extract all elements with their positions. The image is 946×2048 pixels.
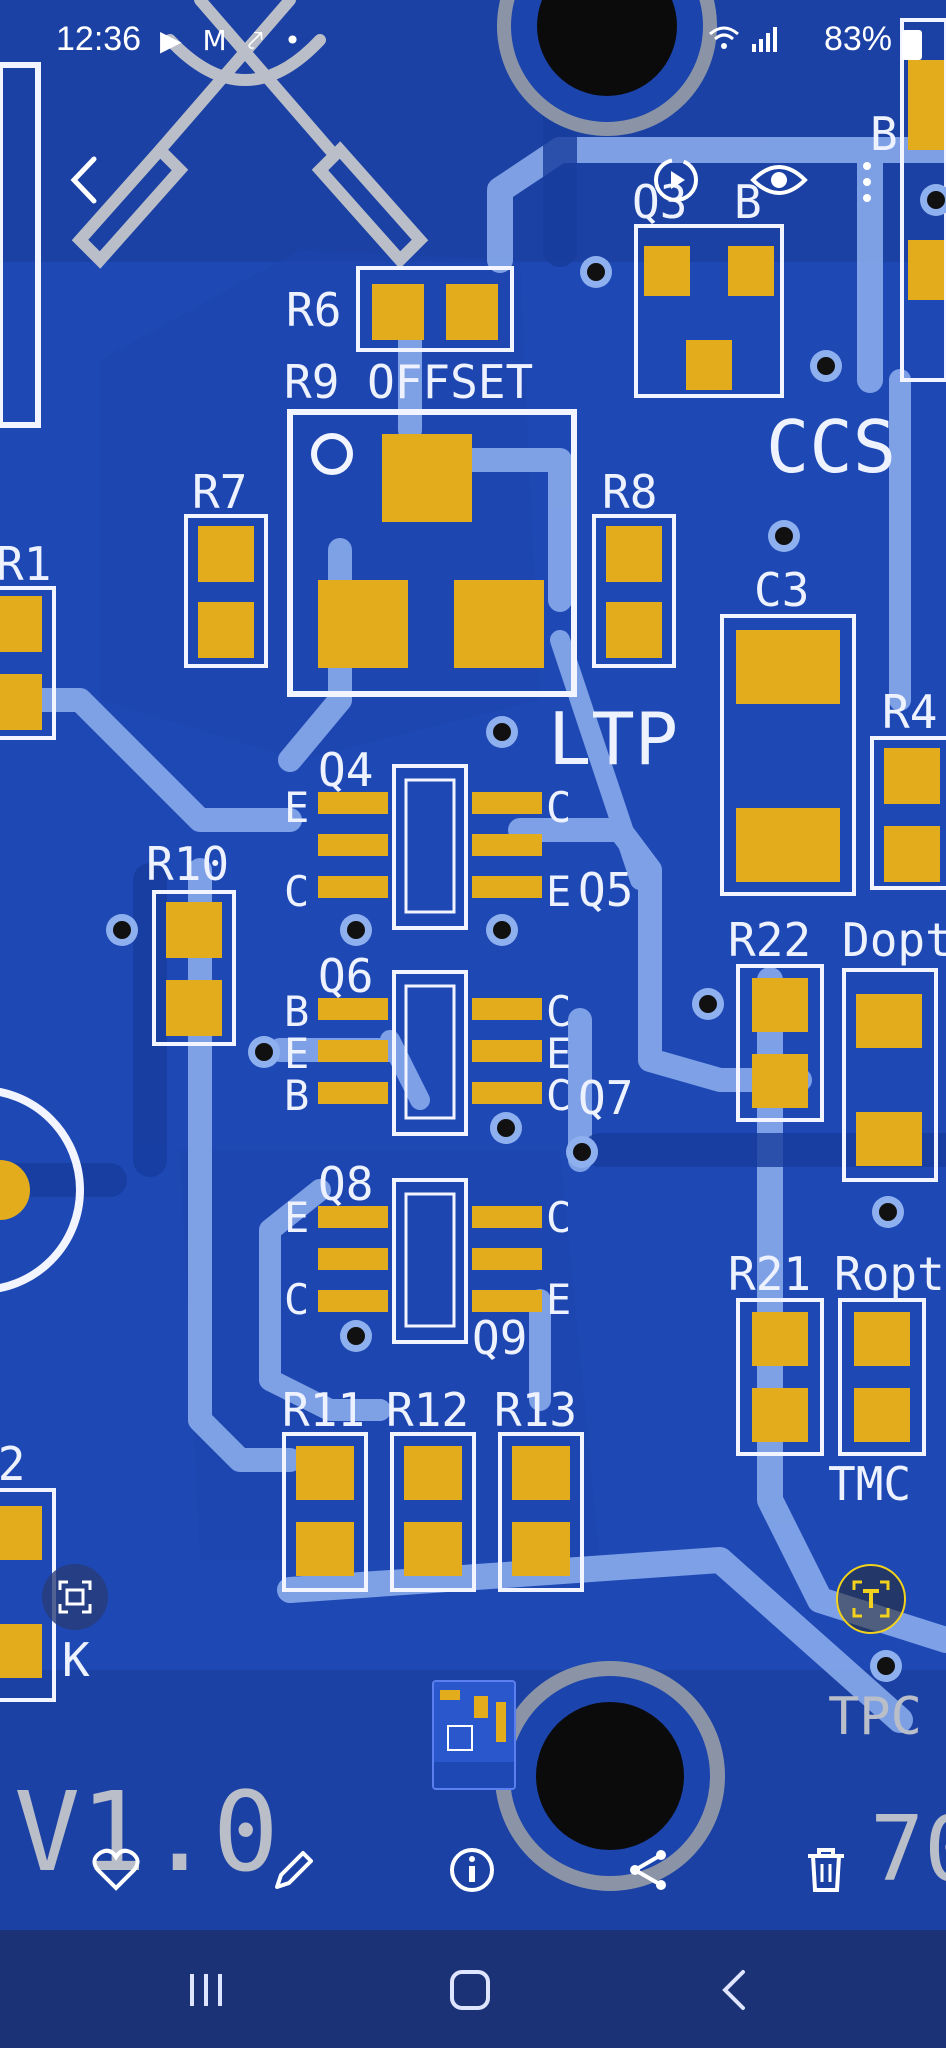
label-dopt: Dopt (842, 913, 946, 967)
label-q4: Q4 (318, 743, 373, 797)
label-70: 70 (870, 1797, 946, 1902)
label-r6: R6 (286, 283, 341, 337)
label-r13: R13 (494, 1383, 577, 1437)
label-version: V1.0 (14, 1768, 279, 1896)
label-ropt: Ropt (834, 1247, 945, 1301)
pin-label: C (546, 987, 571, 1036)
label-r7: R7 (192, 465, 247, 519)
back-icon (70, 156, 97, 204)
label-r12: R12 (386, 1383, 469, 1437)
edit-button[interactable] (254, 1830, 334, 1910)
pin-label: B (284, 987, 309, 1036)
motion-photo-icon (654, 158, 698, 202)
pin-label: C (546, 1071, 571, 1120)
scan-image-icon (58, 1580, 92, 1614)
photo-thumbnail[interactable] (432, 1680, 516, 1790)
home-icon (450, 1970, 490, 2010)
pencil-icon (275, 1851, 313, 1889)
back-nav-icon (722, 1970, 745, 2010)
pin-label: E (546, 867, 571, 916)
label-r21: R21 (728, 1247, 811, 1301)
battery-icon (902, 30, 922, 60)
motion-photo-button[interactable] (648, 152, 704, 208)
pin-label: E (546, 1029, 571, 1078)
label-q6: Q6 (318, 949, 373, 1003)
label-r9: R9 OFFSET (284, 355, 533, 409)
recents-icon (190, 1974, 222, 2006)
recents-button[interactable] (166, 1960, 246, 2020)
pin-label: E (284, 783, 309, 832)
signal-icon (750, 26, 778, 61)
label-ltp: LTP (548, 697, 678, 781)
label-ccs: CCS (766, 405, 896, 489)
details-button[interactable] (432, 1830, 512, 1910)
label-q9: Q9 (472, 1311, 527, 1365)
label-r1: R1 (0, 537, 51, 591)
eye-icon (750, 165, 808, 195)
label-r22: R22 (728, 913, 811, 967)
pin-label: E (546, 1275, 571, 1324)
label-tmc: TMC (828, 1457, 911, 1511)
label-r10: R10 (146, 837, 229, 891)
thumbnail-image (434, 1682, 514, 1788)
navigation-bar (0, 1930, 946, 2048)
trash-icon (808, 1848, 844, 1892)
status-time: 12:36 (56, 20, 142, 58)
battery-level: 83% (823, 20, 892, 58)
pin-label: E (284, 1193, 309, 1242)
more-options-button[interactable] (850, 152, 884, 212)
share-button[interactable] (608, 1830, 688, 1910)
pin-label: C (284, 867, 309, 916)
favorite-button[interactable] (76, 1830, 156, 1910)
label-c3: C3 (754, 563, 809, 617)
heart-icon (92, 1848, 140, 1891)
label-r4: R4 (882, 685, 937, 739)
label-q8: Q8 (318, 1157, 373, 1211)
status-bar: 12:36 ▶ M ⤤ • 83% (0, 0, 946, 86)
back-button[interactable] (54, 150, 114, 210)
more-icon (863, 162, 871, 202)
pin-label: E (284, 1029, 309, 1078)
extract-text-button[interactable] (836, 1564, 906, 1634)
label-d2: D2 (0, 1437, 25, 1491)
notification-icons: ▶ M ⤤ • (160, 24, 307, 58)
label-r8: R8 (602, 465, 657, 519)
label-q5: Q5 (578, 863, 633, 917)
home-button[interactable] (430, 1960, 510, 2020)
system-back-button[interactable] (694, 1960, 774, 2020)
dot-icon: • (284, 24, 307, 57)
label-b-right: B (870, 107, 898, 161)
label-q7: Q7 (578, 1071, 633, 1125)
info-icon (450, 1848, 494, 1892)
label-tpc: TPC (828, 1687, 922, 1747)
gmail-icon: M (202, 24, 233, 57)
play-store-icon: ▶ (160, 24, 188, 57)
share-icon (630, 1850, 666, 1890)
wifi-icon (708, 24, 740, 59)
pin-label: C (284, 1275, 309, 1324)
scan-image-button[interactable] (42, 1564, 108, 1630)
text-recognition-icon (852, 1580, 890, 1618)
label-r11: R11 (282, 1383, 365, 1437)
pin-label: C (546, 783, 571, 832)
missed-call-icon: ⤤ (247, 24, 270, 57)
view-button[interactable] (750, 158, 808, 202)
label-k: K (62, 1633, 90, 1687)
delete-button[interactable] (786, 1830, 866, 1910)
pin-label: C (546, 1193, 571, 1242)
pin-label: B (284, 1071, 309, 1120)
